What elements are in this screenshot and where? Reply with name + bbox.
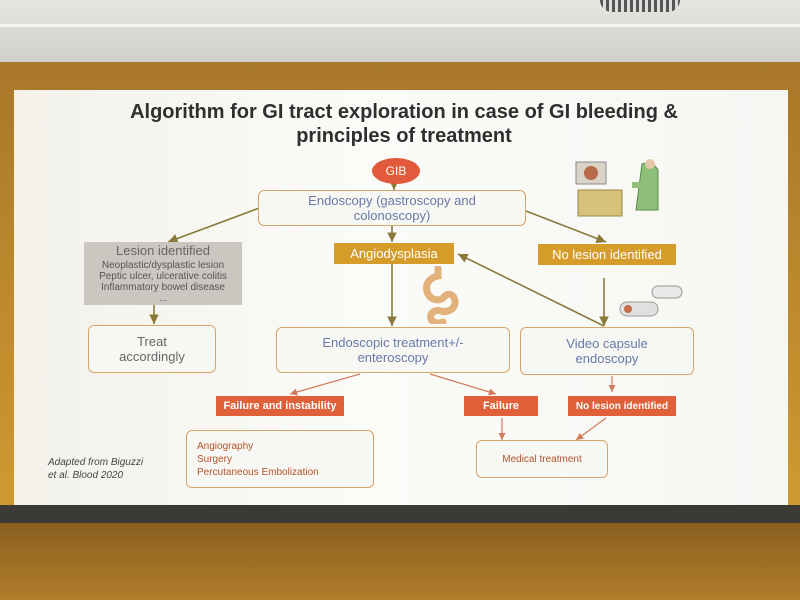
- node-treat-line1: Treat: [137, 334, 167, 349]
- node-failure: Failure: [464, 396, 538, 416]
- slide-title: Algorithm for GI tract exploration in ca…: [54, 100, 754, 148]
- node-video-capsule: Video capsule endoscopy: [520, 327, 694, 375]
- arrow-nolesion-medical: [575, 417, 607, 441]
- node-failure-instability: Failure and instability: [216, 396, 344, 416]
- arrow-endoscopy-lesion: [167, 206, 263, 244]
- node-gib: GIB: [372, 158, 420, 184]
- arrow-endotreat-failinst: [289, 373, 361, 396]
- capsule-camera-icon: [619, 285, 683, 317]
- lesion-item: Neoplastic/dysplastic lesion: [101, 260, 225, 271]
- node-capsule-line2: endoscopy: [575, 351, 639, 366]
- node-capsule-line1: Video capsule: [566, 336, 648, 351]
- node-endoscopic-treatment: Endoscopic treatment+/- enteroscopy: [276, 327, 510, 373]
- option-item: Percutaneous Embolization: [197, 466, 319, 478]
- screen-bottom-frame: [0, 505, 800, 523]
- node-treat-accordingly: Treat accordingly: [88, 325, 216, 373]
- node-no-lesion-bottom: No lesion identified: [568, 396, 676, 416]
- node-lesion-title: Lesion identified: [116, 243, 210, 258]
- endoscopy-procedure-illustration: [575, 159, 659, 217]
- option-item: Angiography: [197, 440, 254, 452]
- node-endoscopy-line1: Endoscopy (gastroscopy and: [308, 193, 476, 208]
- arrow-endotreat-failure: [429, 373, 497, 396]
- node-treat-line2: accordingly: [119, 349, 185, 364]
- node-endo-treat-line2: enteroscopy: [357, 350, 429, 365]
- slide-title-line1: Algorithm for GI tract exploration in ca…: [130, 101, 678, 123]
- lesion-item: Peptic ulcer, ulcerative colitis: [99, 271, 227, 282]
- node-angiodysplasia: Angiodysplasia: [334, 243, 454, 264]
- ceiling-light-strip: [0, 24, 800, 27]
- room-floor: [0, 523, 800, 600]
- stomach-icon: [422, 266, 459, 324]
- source-note-line2: et al. Blood 2020: [48, 470, 124, 481]
- node-endoscopy: Endoscopy (gastroscopy and colonoscopy): [258, 190, 526, 226]
- lesion-item: ...: [158, 293, 168, 304]
- option-item: Surgery: [197, 453, 233, 465]
- node-treatment-options: Angiography Surgery Percutaneous Emboliz…: [186, 430, 374, 488]
- source-note: Adapted from Biguzzi et al. Blood 2020: [48, 456, 143, 482]
- arrow-capsule-angio: [457, 253, 605, 327]
- slide-title-line2: principles of treatment: [296, 125, 512, 147]
- node-no-lesion-top: No lesion identified: [538, 244, 676, 265]
- ceiling-vent: [600, 0, 680, 12]
- arrow-endoscopy-nolesion: [525, 210, 607, 244]
- node-lesion-identified: Lesion identified Neoplastic/dysplastic …: [84, 242, 242, 305]
- lesion-item: Inflammatory bowel disease: [101, 282, 225, 293]
- ceiling: [0, 0, 800, 62]
- node-endoscopy-line2: colonoscopy): [353, 208, 431, 223]
- node-medical-treatment: Medical treatment: [476, 440, 608, 478]
- source-note-line1: Adapted from Biguzzi: [48, 457, 144, 468]
- node-endo-treat-line1: Endoscopic treatment+/-: [322, 335, 464, 350]
